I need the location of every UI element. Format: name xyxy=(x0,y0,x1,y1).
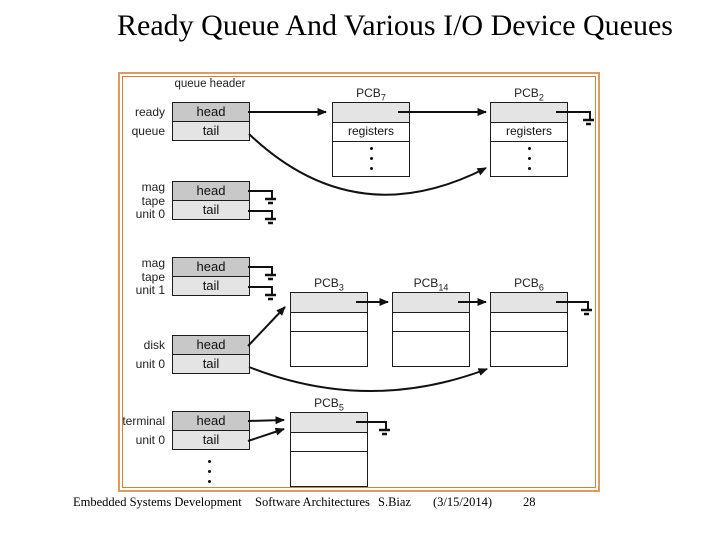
pcb5-body-cell xyxy=(291,452,367,486)
footer-section: Software Architectures xyxy=(255,495,370,509)
slide-title: Ready Queue And Various I/O Device Queue… xyxy=(117,9,673,42)
pcb14-body-cell xyxy=(393,332,469,366)
pcb5-pointer-cell xyxy=(291,413,367,433)
diagram-frame xyxy=(118,72,600,492)
queue-header-label: queue header xyxy=(174,78,246,90)
pcb2-body-cell xyxy=(491,142,567,176)
pcb7-pointer-cell xyxy=(333,103,409,123)
pcb14-pointer-cell xyxy=(393,293,469,313)
vertical-ellipsis-icon xyxy=(527,147,531,170)
disk-unit0-tail-cell: tail xyxy=(173,355,249,373)
pcb2-registers-cell: registers xyxy=(491,123,567,142)
pcb6-box: PCB6 xyxy=(490,276,568,367)
pcb6-registers-cell xyxy=(491,313,567,332)
pcb2-label: PCB2 xyxy=(514,86,544,103)
pcb5-registers-cell xyxy=(291,433,367,452)
footer-date: (3/15/2014) xyxy=(433,495,493,509)
terminal-unit0-label: terminal unit 0 xyxy=(122,414,165,447)
pcb7-box: PCB7 registers xyxy=(332,86,410,177)
pcb3-body-cell xyxy=(291,332,367,366)
mag-tape-unit1-head-cell: head xyxy=(173,258,249,277)
pcb7-registers-cell: registers xyxy=(333,123,409,142)
slide-footer: Embedded Systems Development Software Ar… xyxy=(0,495,720,515)
vertical-ellipsis-icon xyxy=(369,147,373,170)
disk-unit0-label: disk unit 0 xyxy=(135,338,165,371)
mag-tape-unit0-box: head tail xyxy=(172,181,250,220)
disk-unit0-head-cell: head xyxy=(173,336,249,355)
ready-queue-head-cell: head xyxy=(173,103,249,122)
pcb3-pointer-cell xyxy=(291,293,367,313)
pcb7-body-cell xyxy=(333,142,409,176)
terminal-unit0-box: head tail xyxy=(172,411,250,450)
mag-tape-unit1-label: mag tape unit 1 xyxy=(135,256,165,297)
pcb6-body-cell xyxy=(491,332,567,366)
pcb7-label: PCB7 xyxy=(356,86,386,103)
mag-tape-unit1-tail-cell: tail xyxy=(173,277,249,295)
ready-queue-label: ready queue xyxy=(131,105,165,138)
pcb2-pointer-cell xyxy=(491,103,567,123)
pcb14-registers-cell xyxy=(393,313,469,332)
pcb14-box: PCB14 xyxy=(392,276,470,367)
pcb5-label: PCB5 xyxy=(314,396,344,413)
ready-queue-tail-cell: tail xyxy=(173,122,249,140)
pcb6-label: PCB6 xyxy=(514,276,544,293)
pcb5-box: PCB5 xyxy=(290,396,368,487)
pcb3-registers-cell xyxy=(291,313,367,332)
footer-author: S.Biaz xyxy=(378,495,411,509)
disk-unit0-box: head tail xyxy=(172,335,250,374)
mag-tape-unit0-tail-cell: tail xyxy=(173,201,249,219)
terminal-unit0-tail-cell: tail xyxy=(173,431,249,449)
mag-tape-unit0-label: mag tape unit 0 xyxy=(135,180,165,221)
ready-queue-box: head tail xyxy=(172,102,250,141)
footer-course: Embedded Systems Development xyxy=(73,495,242,509)
mag-tape-unit1-box: head tail xyxy=(172,257,250,296)
pcb14-label: PCB14 xyxy=(413,276,449,293)
terminal-unit0-head-cell: head xyxy=(173,412,249,431)
mag-tape-unit0-head-cell: head xyxy=(173,182,249,201)
footer-page-number: 28 xyxy=(523,495,536,509)
pcb3-box: PCB3 xyxy=(290,276,368,367)
vertical-ellipsis-icon xyxy=(208,460,211,483)
pcb6-pointer-cell xyxy=(491,293,567,313)
pcb2-box: PCB2 registers xyxy=(490,86,568,177)
pcb3-label: PCB3 xyxy=(314,276,344,293)
